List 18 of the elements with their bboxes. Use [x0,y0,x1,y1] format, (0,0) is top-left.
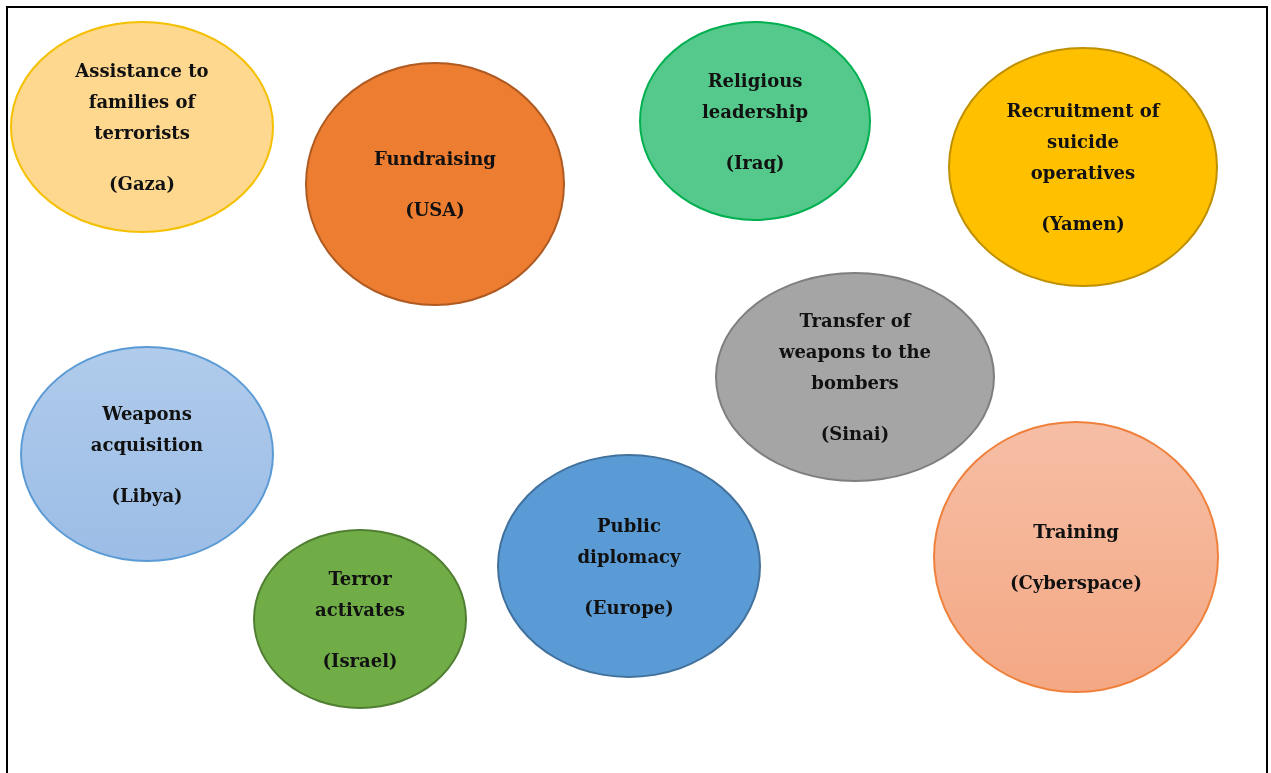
location-label: (Europe) [584,595,674,620]
node-title: Terror activates [314,566,406,622]
node-title: Training [1033,520,1119,544]
location-label: (Libya) [111,483,183,508]
location-label: (Iraq) [725,150,785,175]
node-title: Recruitment of suicide operatives [1005,99,1162,185]
node-title: Transfer of weapons to the bombers [777,309,933,395]
node-title: Assistance to families of terrorists [74,59,210,145]
node-title: Weapons acquisition [89,401,205,457]
location-label: (Israel) [322,648,398,673]
node-title: Public diplomacy [576,513,682,569]
location-label: (USA) [405,198,465,222]
node-title: Religious leadership [700,68,810,124]
location-label: (Yamen) [1041,212,1125,236]
location-label: (Gaza) [109,172,175,196]
location-label: (Cyberspace) [1009,571,1143,595]
location-label: (Sinai) [820,422,890,446]
node-title: Fundraising [374,147,496,171]
